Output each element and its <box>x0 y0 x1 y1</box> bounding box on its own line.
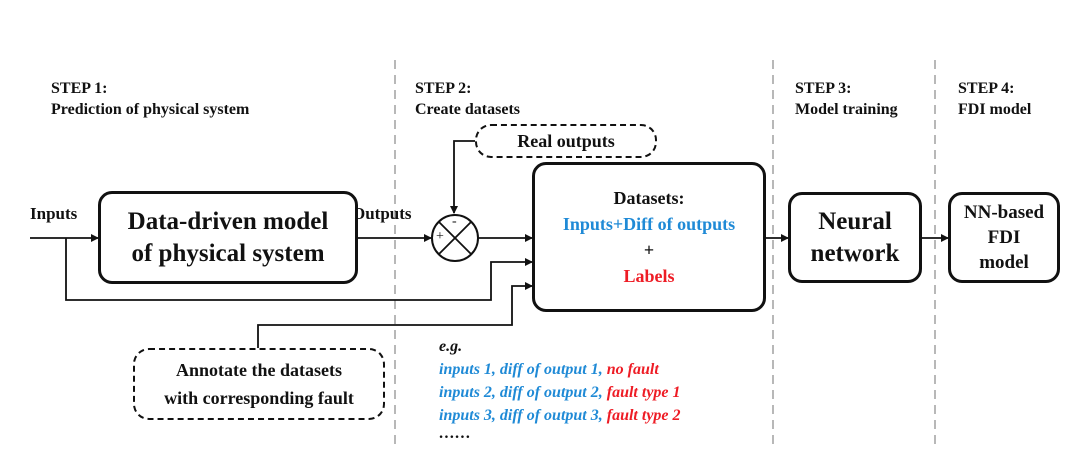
comparator-minus-sign: - <box>452 214 457 229</box>
step-1-title: STEP 1: <box>51 80 108 97</box>
step-3-title: STEP 3: <box>795 80 852 97</box>
fdi-model-line3: model <box>979 252 1029 273</box>
annotate-line1: Annotate the datasets <box>176 360 342 380</box>
neural-network-line2: network <box>810 239 900 267</box>
comparator-symbol <box>431 214 479 262</box>
data-driven-model-line1: Data-driven model <box>127 207 329 235</box>
data-driven-model-box: Data-driven model of physical system <box>98 191 358 284</box>
datasets-labels: Labels <box>623 266 675 286</box>
annotate-line2: with corresponding fault <box>164 388 354 408</box>
datasets-box: Datasets: Inputs+Diff of outputs + Label… <box>532 162 766 312</box>
neural-network-box: Neural network <box>788 192 922 283</box>
step-1-subtitle: Prediction of physical system <box>51 101 250 118</box>
fdi-model-line1: NN-based <box>963 202 1045 223</box>
step-2-title: STEP 2: <box>415 80 472 97</box>
annotate-arrow <box>257 282 533 348</box>
example-row-1: inputs 1, diff of output 1, no fault <box>439 360 659 380</box>
example-eg: e.g. <box>439 338 463 355</box>
inputs-label: Inputs <box>30 204 78 223</box>
step-4-title: STEP 4: <box>958 80 1015 97</box>
example-row-1-data: inputs 1, diff of output 1, <box>439 361 607 378</box>
example-row-2: inputs 2, diff of output 2, fault type 1 <box>439 383 681 403</box>
datasets-title: Datasets: <box>613 188 685 208</box>
fdi-model-box: NN-based FDI model <box>948 192 1060 283</box>
example-row-2-data: inputs 2, diff of output 2, <box>439 384 607 401</box>
step-4-subtitle: FDI model <box>958 101 1032 118</box>
outputs-label: Outputs <box>352 204 412 223</box>
datasets-inputs-diff: Inputs+Diff of outputs <box>562 214 736 234</box>
real-outputs-box: Real outputs <box>475 124 657 158</box>
step-3-subtitle: Model training <box>795 101 898 118</box>
neural-network-line1: Neural <box>818 207 892 235</box>
example-ellipsis: …… <box>439 425 471 442</box>
annotate-box: Annotate the datasets with corresponding… <box>133 348 385 420</box>
example-row-3-data: inputs 3, diff of output 3, <box>439 407 607 424</box>
fdi-model-line2: FDI <box>987 227 1021 248</box>
datasets-plus: + <box>643 240 655 260</box>
example-row-3: inputs 3, diff of output 3, fault type 2 <box>439 406 681 426</box>
real-outputs-arrow <box>450 140 475 214</box>
real-outputs-label: Real outputs <box>517 130 615 151</box>
example-row-3-fault: fault type 2 <box>606 407 681 424</box>
data-driven-model-line2: of physical system <box>131 239 325 267</box>
example-row-1-fault: no fault <box>606 361 659 378</box>
inputs-bypass-line <box>65 238 533 301</box>
comparator-plus-sign: + <box>436 229 444 244</box>
example-row-2-fault: fault type 1 <box>606 384 681 401</box>
step-2-subtitle: Create datasets <box>415 101 521 118</box>
